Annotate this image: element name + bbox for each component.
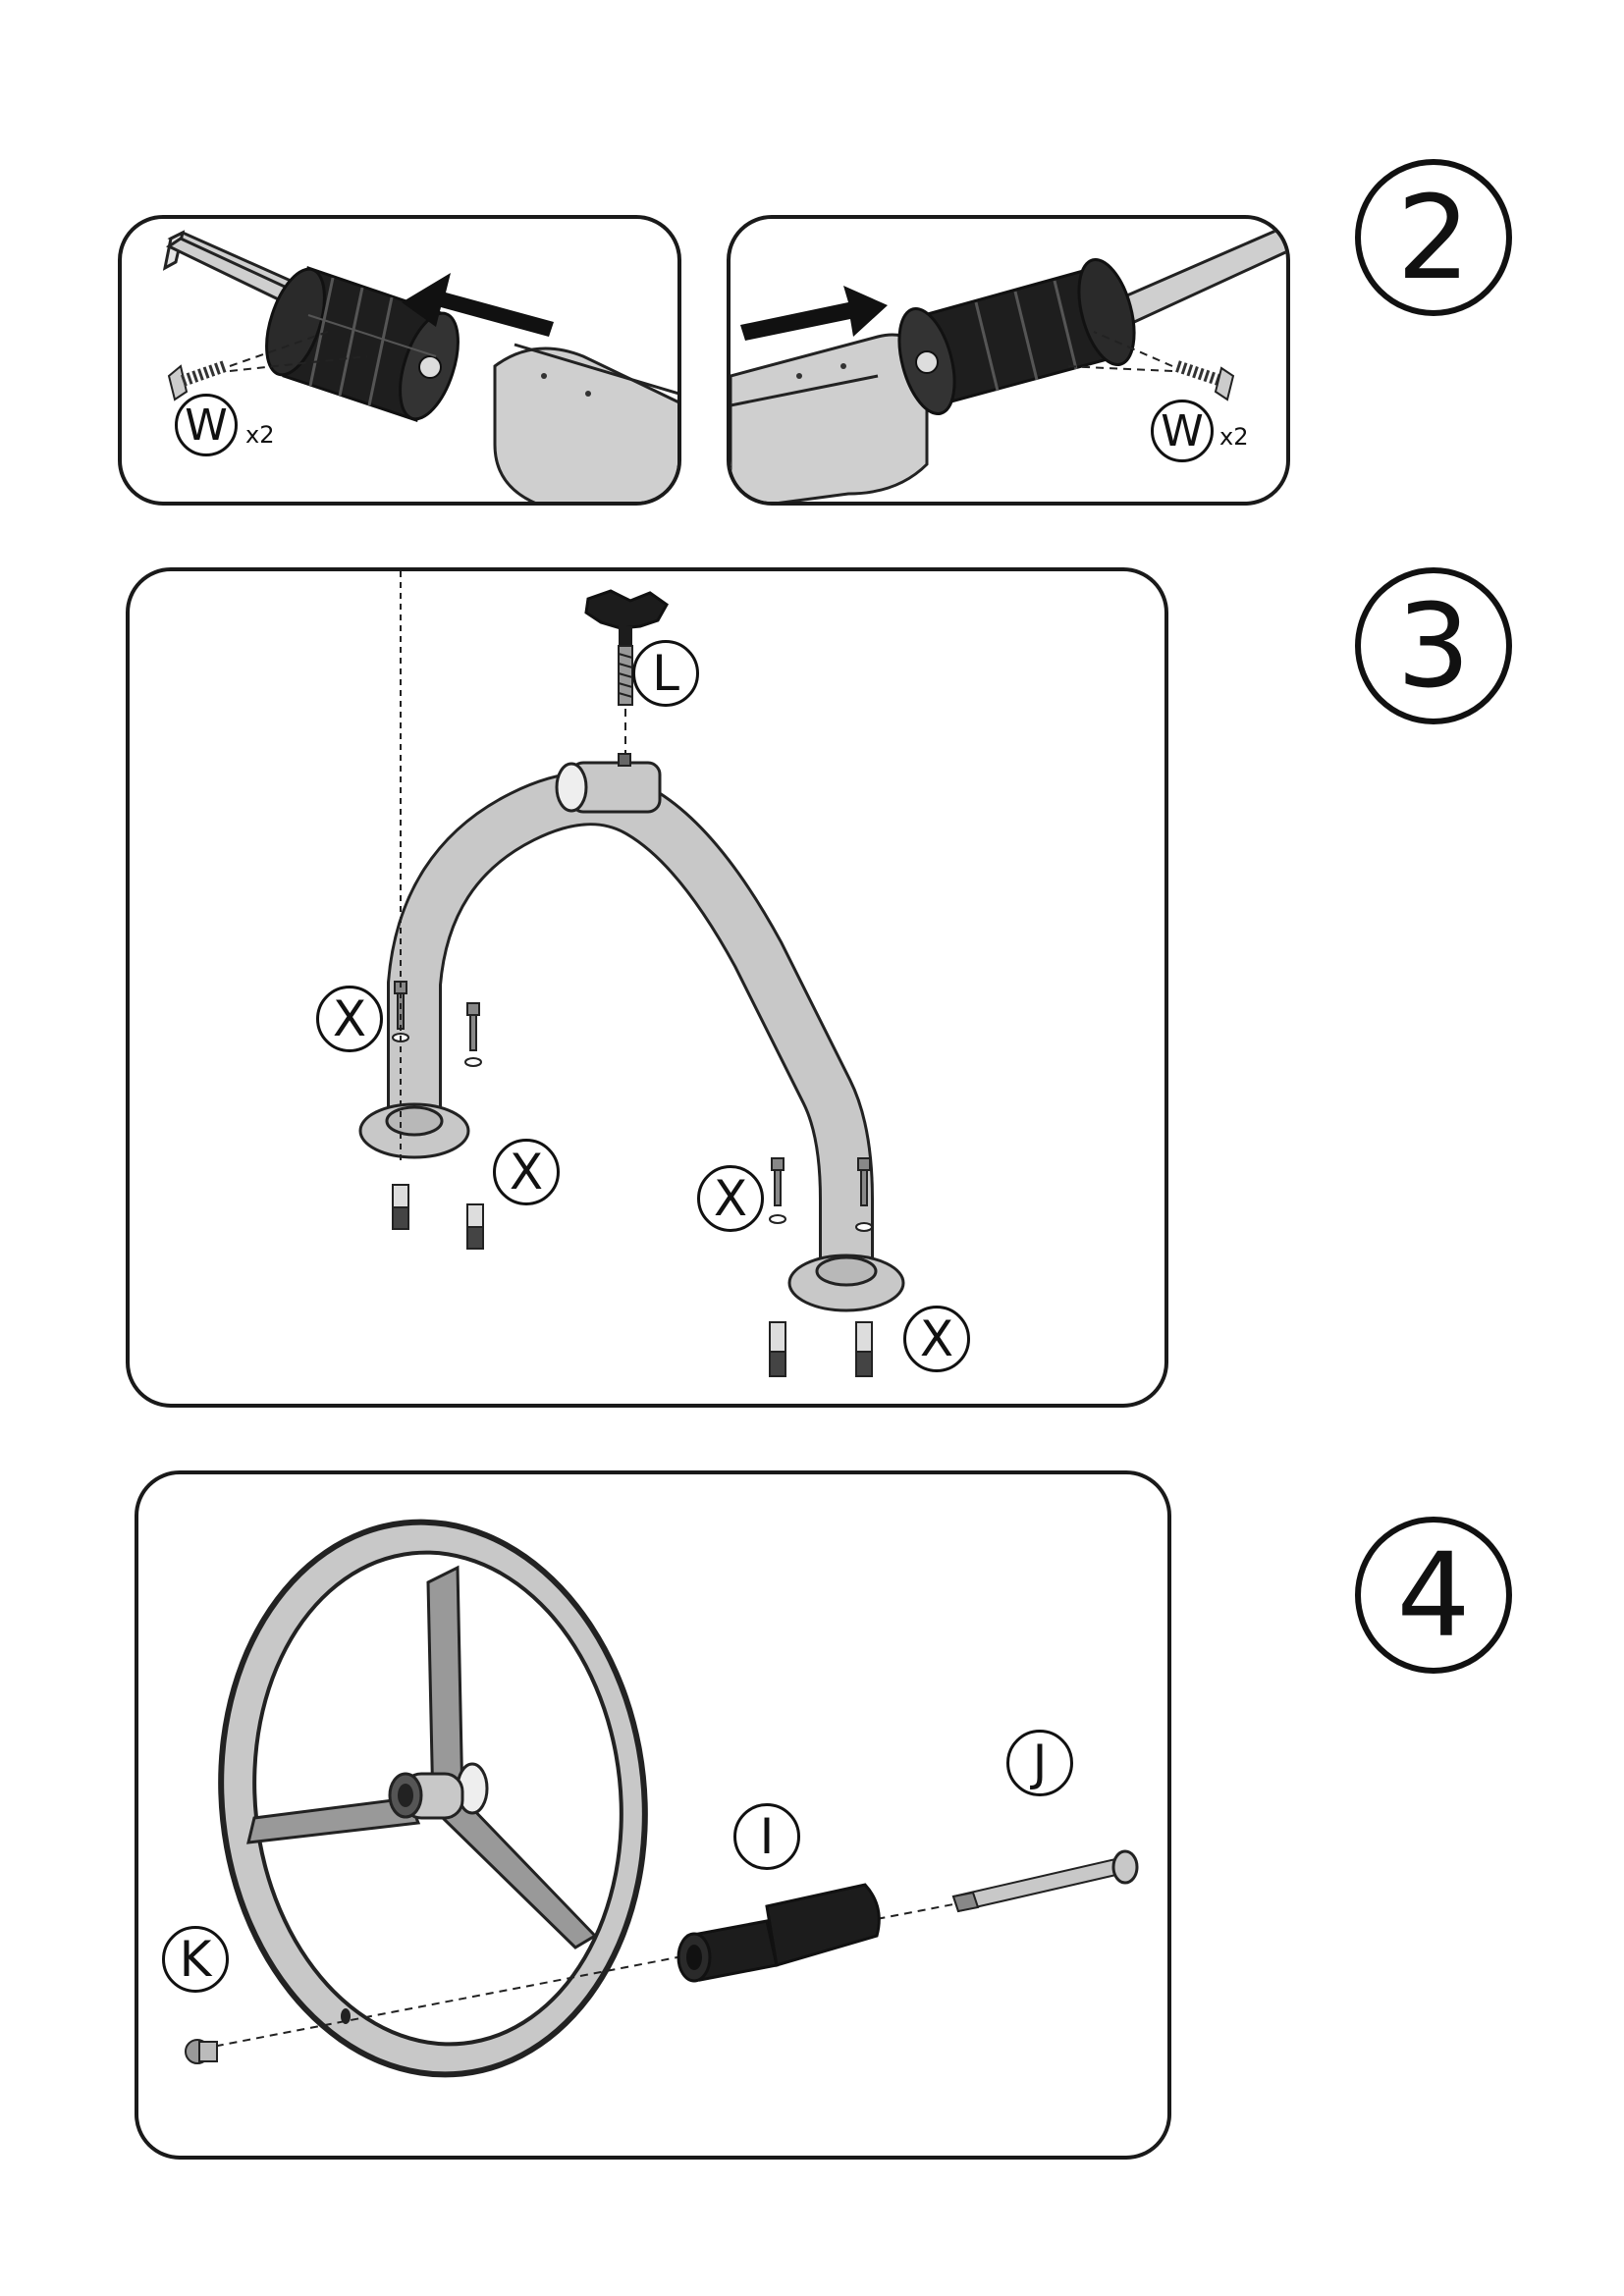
part-callout-w-right: W xyxy=(1151,400,1214,462)
arch-frame xyxy=(358,753,905,1312)
step4-illustration xyxy=(185,1519,1139,2078)
fixings-right xyxy=(769,1157,873,1377)
part-callout-l: L xyxy=(632,640,699,707)
quantity-label-left: x2 xyxy=(245,421,275,449)
quantity-label-right: x2 xyxy=(1219,423,1249,451)
part-callout-w-left: W xyxy=(175,394,238,456)
part-callout-x-2: X xyxy=(493,1139,560,1205)
cap-nut-k xyxy=(185,2039,218,2064)
step2-right-panel: W x2 xyxy=(727,215,1290,506)
step3-panel: L X X X X xyxy=(126,567,1168,1408)
step-number-3: 3 xyxy=(1355,567,1512,724)
part-callout-x-3: X xyxy=(697,1165,764,1232)
hand-wheel xyxy=(218,1519,648,2078)
screw-w-right xyxy=(1175,360,1235,401)
step-number-2: 2 xyxy=(1355,159,1512,316)
star-knob-l xyxy=(584,589,669,706)
part-callout-j: J xyxy=(1006,1730,1073,1796)
step2-right-illustration xyxy=(731,227,1286,502)
fixings-left xyxy=(392,571,484,1250)
part-callout-k: K xyxy=(162,1926,229,1993)
grip-roller-left xyxy=(265,266,460,422)
step4-panel: K I J xyxy=(135,1470,1171,2160)
step-number-4: 4 xyxy=(1355,1517,1512,1674)
handle-i xyxy=(677,1883,881,1983)
step2-left-illustration xyxy=(162,230,677,502)
step3-illustration xyxy=(358,571,905,1377)
part-callout-x-1: X xyxy=(316,986,383,1052)
part-callout-x-4: X xyxy=(903,1306,970,1372)
screw-w-left xyxy=(167,360,227,401)
grip-roller-right xyxy=(897,257,1136,416)
part-callout-i: I xyxy=(733,1803,800,1870)
step2-left-panel: W x2 xyxy=(118,215,681,506)
bolt-j xyxy=(951,1849,1139,1913)
